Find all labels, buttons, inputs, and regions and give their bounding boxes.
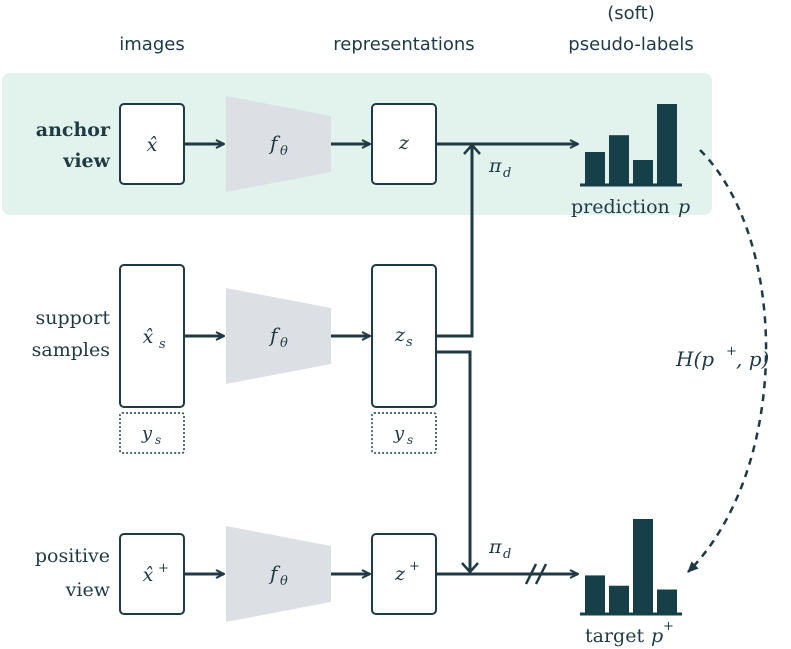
loss-arc [687,149,768,573]
support-label-box [119,412,185,454]
pi-label-positive: π [488,536,502,558]
support-encoder-theta: θ [280,336,288,351]
row-label-samples: samples [32,339,110,361]
row-label-positive-view: view [65,579,111,601]
prediction-var: p [678,196,690,218]
row-label-support: support [36,307,111,329]
anchor-rep-label: z [398,132,410,154]
positive-image-label: x̂ [143,564,154,586]
positive-rep-plus: + [409,559,420,574]
target-bar-3 [633,519,653,613]
support-image-subscript: s [159,337,166,352]
pi-sub-anchor: d [503,166,511,181]
support-rep-label-y-sub: s [407,433,413,447]
target-var: p [651,625,663,647]
pi-sub-positive: d [503,547,511,562]
row-label-anchor: anchor [36,119,111,141]
support-route-up [436,147,474,338]
target-bar-4 [657,589,677,613]
support-label-y: y [141,423,153,444]
positive-encoder [226,526,331,622]
positive-image-plus: + [158,561,169,576]
anchor-image-label: x̂ [147,134,158,156]
support-encoder [226,288,331,384]
pi-label-anchor: π [488,155,502,177]
anchor-encoder [226,96,331,192]
target-sup: + [663,619,674,634]
anchor-encoder-theta: θ [280,144,288,159]
prediction-bar-1 [585,152,605,184]
header-soft: (soft) [607,3,655,24]
positive-rep-label: z [394,563,406,585]
loss-label: H(p [675,347,714,371]
prediction-histogram [585,104,677,184]
row-label-view: view [62,150,110,172]
prediction-bar-3 [633,160,653,184]
junction-head-positive [461,562,479,574]
stop-grad-mark-2 [534,563,548,585]
support-rep-label-box [371,412,437,454]
support-route-down [436,350,472,571]
support-rep-label: z [394,324,406,346]
support-rep-label-y: y [393,423,405,444]
prediction-bar-2 [609,135,629,184]
prediction-bar-4 [657,104,677,184]
positive-encoder-theta: θ [280,574,288,589]
target-bar-2 [609,585,629,613]
loss-label-sup: + [726,344,737,359]
target-bar-1 [585,575,605,613]
target-histogram [585,519,677,613]
header-representations: representations [333,34,474,55]
row-label-positive: positive [35,545,110,567]
prediction-label: prediction [571,196,670,218]
target-label: target [585,625,644,647]
header-pseudo-labels: pseudo-labels [568,34,693,55]
support-rep-subscript: s [406,335,413,350]
support-image-label: x̂ [143,326,154,348]
stop-grad-mark-1 [524,563,538,585]
support-label-y-sub: s [155,433,161,447]
header-images: images [119,34,184,55]
loss-label-end: , p) [736,347,769,371]
junction-head-anchor [463,143,481,155]
